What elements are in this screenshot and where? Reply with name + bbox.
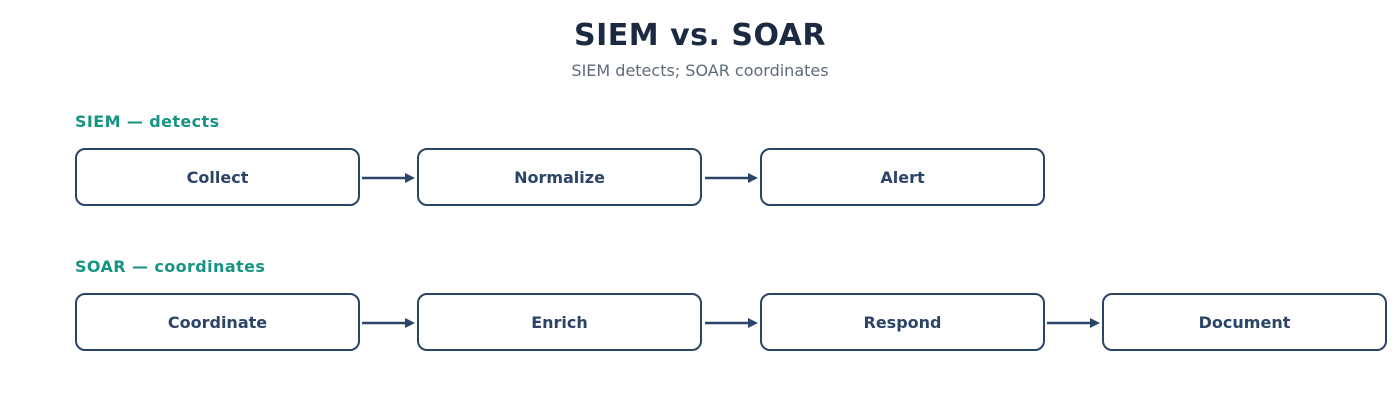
diagram-title: SIEM vs. SOAR (574, 18, 826, 53)
siem-step-alert: Alert (760, 148, 1045, 206)
siem-step-collect: Collect (75, 148, 360, 206)
soar-step-document: Document (1102, 293, 1387, 351)
arrow-right-icon (705, 172, 758, 184)
soar-step-enrich: Enrich (417, 293, 702, 351)
siem-section-label: SIEM — detects (75, 112, 220, 131)
soar-step-respond: Respond (760, 293, 1045, 351)
arrow-right-icon (362, 317, 415, 329)
soar-step-coordinate: Coordinate (75, 293, 360, 351)
arrow-right-icon (705, 317, 758, 329)
diagram-subtitle: SIEM detects; SOAR coordinates (571, 61, 829, 80)
arrow-right-icon (362, 172, 415, 184)
soar-section-label: SOAR — coordinates (75, 257, 266, 276)
arrow-right-icon (1047, 317, 1100, 329)
siem-step-normalize: Normalize (417, 148, 702, 206)
